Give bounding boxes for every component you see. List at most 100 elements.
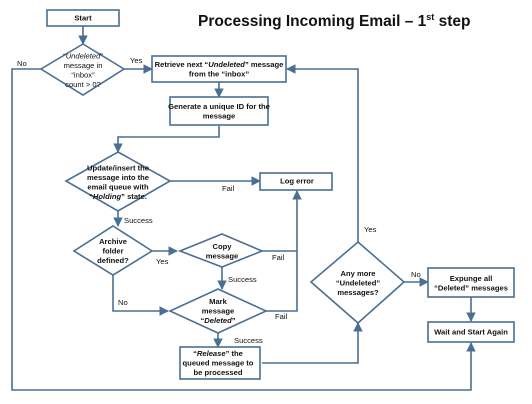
node-text-line: Mark: [209, 297, 228, 306]
node-text-line: “Holding” state.: [89, 192, 147, 201]
label-anymore-no: No: [411, 270, 421, 279]
label-mark-success: Success: [234, 336, 263, 345]
node-text-segment: Mark: [209, 297, 228, 306]
node-expunge: Expunge all“Deleted” messages: [427, 267, 515, 298]
node-text-line: message: [202, 307, 235, 316]
node-text-segment: Undeleted: [66, 51, 101, 60]
node-text-segment: “: [89, 192, 93, 201]
node-text-segment: “Deleted” messages: [434, 283, 508, 292]
node-text-segment: ”: [232, 316, 236, 325]
node-text-line: Any more: [340, 269, 375, 278]
node-text-line: Wait and Start Again: [434, 328, 508, 337]
node-text-line: Copy: [213, 242, 233, 251]
node-text-line: “Undeleted”: [336, 279, 381, 288]
node-text-segment: be processed: [194, 368, 243, 377]
node-text-segment: Deleted: [204, 316, 232, 325]
node-text-line: be processed: [194, 368, 243, 377]
node-check-inbox: “Undeleted”message in“inbox”count > 0?: [39, 43, 126, 96]
node-text-segment: Undeleted: [208, 60, 245, 69]
node-text-line: count > 0?: [65, 80, 101, 89]
label-copy-fail: Fail: [272, 253, 285, 262]
node-text-segment: message into the: [87, 173, 149, 182]
edge-release-to-anymore: [262, 322, 363, 364]
label-anymore-yes: Yes: [364, 225, 377, 234]
node-text-segment: ” state.: [121, 192, 147, 201]
label-update-fail: Fail: [222, 184, 235, 193]
node-text-line: from the “inbox”: [189, 69, 250, 78]
diagram-title: Processing Incoming Email – 1st step: [198, 12, 470, 30]
node-text-line: Expunge all: [450, 274, 493, 283]
node-text-line: messages?: [337, 288, 379, 297]
node-text-line: message into the: [87, 173, 149, 182]
node-text-line: defined?: [97, 256, 129, 265]
node-text-line: folder: [102, 247, 123, 256]
node-text-segment: queued message to: [183, 359, 254, 368]
node-text-segment: ” the: [226, 349, 243, 358]
node-text-line: email queue with: [87, 182, 149, 191]
node-text-segment: message: [202, 307, 235, 316]
label-update-success: Success: [124, 216, 153, 225]
edge-generate-to-update: [113, 126, 220, 153]
edges: [11, 26, 476, 391]
node-wait-start: Wait and Start Again: [427, 321, 515, 343]
label-archive-yes: Yes: [156, 257, 169, 266]
node-text-segment: “: [63, 51, 66, 60]
node-text-segment: Start: [74, 14, 92, 23]
node-start: Start: [46, 9, 120, 27]
node-text-line: “Undeleted”: [63, 51, 103, 60]
node-text-line: Retrieve next “Undeleted” message: [155, 60, 284, 69]
node-text-line: Log error: [280, 177, 314, 186]
node-text-line: message: [203, 111, 236, 120]
node-text-segment: Update/insert the: [87, 163, 149, 172]
node-text-line: “inbox”: [71, 70, 95, 79]
node-text-segment: “inbox”: [71, 70, 95, 79]
node-text-segment: from the “inbox”: [189, 69, 250, 78]
label-copy-success: Success: [228, 275, 257, 284]
node-text-segment: Release: [197, 349, 226, 358]
node-log-error: Log error: [259, 172, 333, 191]
node-text-segment: folder: [102, 247, 123, 256]
node-text-segment: Generate a unique ID for the: [168, 102, 270, 111]
node-text-segment: defined?: [97, 256, 129, 265]
node-text-segment: message: [206, 251, 239, 260]
node-text-segment: Any more: [340, 269, 375, 278]
node-text-segment: messages?: [337, 288, 379, 297]
node-text-segment: ” message: [245, 60, 283, 69]
node-any-more: Any more“Undeleted”messages?: [309, 240, 406, 325]
node-text-segment: count > 0?: [65, 80, 101, 89]
node-text-segment: Holding: [93, 192, 122, 201]
node-text-segment: email queue with: [87, 182, 149, 191]
node-text-line: message in: [64, 61, 103, 70]
node-text-line: message: [206, 251, 239, 260]
edge-mark-fail: [266, 190, 302, 312]
node-text-segment: Copy: [213, 242, 233, 251]
node-text-segment: message in: [64, 61, 103, 70]
node-text-line: Generate a unique ID for the: [168, 102, 270, 111]
edge-labels: Yes No Fail Success Yes No Fail Success …: [17, 56, 421, 345]
node-text-line: queued message to: [183, 359, 254, 368]
label-mark-fail: Fail: [275, 312, 288, 321]
node-text-segment: Retrieve next “: [155, 60, 209, 69]
edge-archive-no: [112, 275, 169, 316]
node-text-segment: Wait and Start Again: [434, 328, 508, 337]
nodes: Start “Undeleted”message in“inbox”count …: [39, 9, 515, 380]
node-text-segment: Log error: [280, 177, 314, 186]
node-text-segment: Expunge all: [450, 274, 493, 283]
node-text-line: Update/insert the: [87, 163, 149, 172]
edge-anymore-yes: [286, 64, 359, 242]
node-text-segment: “: [193, 349, 197, 358]
node-text-line: “Release” the: [193, 349, 243, 358]
node-text-line: “Deleted” messages: [434, 283, 508, 292]
edge-check-no: [11, 68, 476, 391]
node-text-line: Start: [74, 14, 92, 23]
node-text-line: Archive: [99, 237, 127, 246]
node-text-segment: Archive: [99, 237, 127, 246]
